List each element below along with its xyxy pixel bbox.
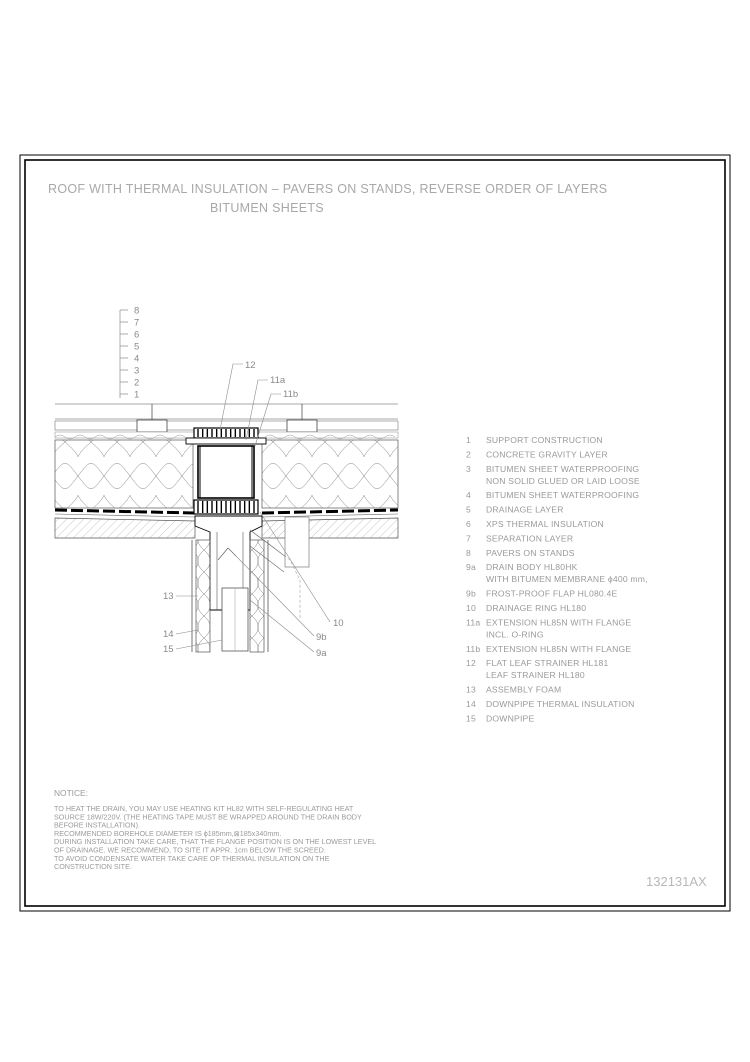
legend-text: LEAF STRAINER HL180 — [486, 670, 585, 680]
legend-text: SUPPORT CONSTRUCTION — [486, 435, 603, 445]
callout-12: 12 — [245, 360, 256, 371]
legend-text: CONCRETE GRAVITY LAYER — [486, 449, 608, 459]
scale-label: 4 — [134, 354, 139, 365]
legend-number: 11a — [466, 617, 480, 627]
legend-number: 5 — [466, 505, 471, 515]
scale-label: 5 — [134, 342, 139, 353]
legend-number: 11b — [466, 644, 480, 654]
scale-label: 8 — [134, 306, 139, 317]
xps-insulation-right — [261, 439, 399, 509]
legend-text: DRAINAGE RING HL180 — [486, 603, 586, 613]
concrete-slab-left — [54, 517, 196, 539]
legend-text: FLAT LEAF STRAINER HL181 — [486, 658, 608, 668]
legend-number: 13 — [466, 685, 476, 695]
legend-text: BITUMEN SHEET WATERPROOFING — [486, 490, 639, 500]
paver-stand-left — [136, 419, 168, 433]
callout-11a: 11a — [270, 375, 286, 386]
extension-body — [197, 445, 255, 499]
notice-heading: NOTICE: — [54, 788, 88, 798]
legend-text: PAVERS ON STANDS — [486, 548, 575, 558]
legend-text: DOWNPIPE THERMAL INSULATION — [486, 699, 635, 709]
legend-text: INCL. O-RING — [486, 629, 544, 639]
callout-9a: 9a — [316, 648, 327, 659]
legend-text: NON SOLID GLUED OR LAID LOOSE — [486, 476, 640, 486]
legend-number: 7 — [466, 533, 471, 543]
notice-line: OF DRAINAGE. WE RECOMMEND, TO SITE IT AP… — [54, 846, 326, 855]
legend-number: 12 — [466, 658, 476, 668]
legend-text: DRAINAGE LAYER — [486, 505, 564, 515]
legend-number: 1 — [466, 435, 471, 445]
title-line-1: ROOF WITH THERMAL INSULATION – PAVERS ON… — [48, 182, 607, 196]
legend-text: DOWNPIPE — [486, 713, 534, 723]
legend-text: BITUMEN SHEET WATERPROOFING — [486, 464, 639, 474]
notice-line: CONSTRUCTION SITE. — [54, 862, 132, 871]
scale-label: 3 — [134, 366, 139, 377]
legend-text: DRAIN BODY HL80HK — [486, 562, 578, 572]
legend-text: FROST-PROOF FLAP HL080.4E — [486, 589, 617, 599]
legend-text: XPS THERMAL INSULATION — [486, 519, 604, 529]
scale-label: 2 — [134, 378, 139, 389]
legend-number: 9a — [466, 562, 476, 572]
legend-number: 6 — [466, 519, 471, 529]
lower-insulation — [191, 539, 301, 653]
legend-number: 15 — [466, 713, 476, 723]
legend-number: 10 — [466, 603, 476, 613]
notice-block: NOTICE: TO HEAT THE DRAIN, YOU MAY USE H… — [54, 788, 376, 871]
scale-label: 7 — [134, 318, 139, 329]
legend-number: 4 — [466, 490, 471, 500]
notice-line: TO AVOID CONDENSATE WATER TAKE CARE OF T… — [54, 854, 330, 863]
scale-label: 6 — [134, 330, 139, 341]
frost-proof-flap — [217, 547, 237, 561]
legend-number: 2 — [466, 449, 471, 459]
notice-line: DURING INSTALLATION TAKE CARE, THAT THE … — [54, 837, 376, 846]
outer-frame — [19, 154, 731, 912]
callout-9b: 9b — [316, 632, 327, 643]
legend-text: WITH BITUMEN MEMBRANE ϕ400 mm, — [486, 574, 648, 584]
legend-number: 14 — [466, 699, 476, 709]
callout-11b: 11b — [283, 389, 298, 400]
notice-line: TO HEAT THE DRAIN, YOU MAY USE HEATING K… — [54, 804, 354, 813]
callouts: 12 11a 11b 13 14 15 10 9b 9a — [163, 360, 344, 659]
legend-text: ASSEMBLY FOAM — [486, 685, 561, 695]
legend-number: 8 — [466, 548, 471, 558]
legend-number: 9b — [466, 589, 476, 599]
xps-insulation-left — [54, 439, 194, 509]
callout-14: 14 — [163, 629, 174, 640]
notice-line: RECOMMENDED BOREHOLE DIAMETER IS ϕ185mm,… — [54, 829, 281, 838]
title-line-2: BITUMEN SHEETS — [210, 201, 324, 215]
scale-label: 1 — [134, 390, 139, 401]
drain-assembly — [185, 427, 310, 652]
concrete-slab-right — [261, 517, 399, 539]
legend-text: EXTENSION HL85N WITH FLANGE — [486, 617, 631, 627]
legend-text: EXTENSION HL85N WITH FLANGE — [486, 644, 631, 654]
legend-number: 3 — [466, 464, 471, 474]
callout-13: 13 — [163, 591, 174, 602]
notice-line: BEFORE INSTALLATION). — [54, 821, 140, 830]
notice-line: SOURCE 18W/220V. (THE HEATING TAPE MUST … — [54, 812, 362, 821]
legend-text: SEPARATION LAYER — [486, 533, 573, 543]
drawing-code: 132131AX — [646, 874, 707, 889]
inner-frame — [24, 159, 726, 907]
legend: 1 SUPPORT CONSTRUCTION 2 CONCRETE GRAVITY L… — [466, 435, 648, 723]
paver-stand-right — [286, 419, 318, 433]
callout-10: 10 — [333, 618, 344, 629]
callout-15: 15 — [163, 644, 174, 655]
